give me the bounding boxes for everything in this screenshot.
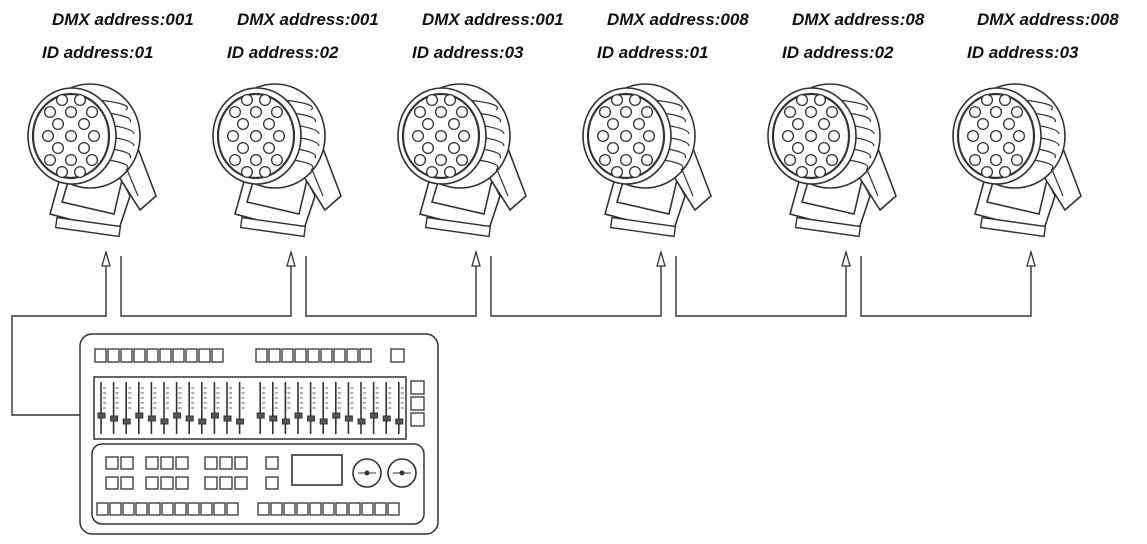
- id-address-label: ID address:03: [412, 43, 524, 62]
- dmx-cable: [11, 256, 107, 416]
- arrow-up-icon: [1026, 249, 1036, 267]
- fixture-labels: DMX address:001 ID address:01 DMX address:…: [42, 10, 1119, 62]
- arrow-up-icon: [101, 249, 111, 267]
- dmx-cable: [305, 256, 477, 317]
- dmx-cable: [120, 256, 292, 317]
- par-light-icon: [397, 83, 527, 238]
- id-address-label: ID address:02: [227, 43, 339, 62]
- arrow-up-icon: [286, 249, 296, 267]
- dmx-cables: [11, 249, 1036, 416]
- par-light-icon: [952, 83, 1082, 238]
- dmx-address-label: DMX address:001: [422, 10, 564, 29]
- par-light-icon: [27, 83, 157, 238]
- arrow-up-icon: [656, 249, 666, 267]
- dmx-console-icon: [79, 333, 439, 535]
- id-address-label: ID address:03: [967, 43, 1079, 62]
- dmx-address-label: DMX address:001: [52, 10, 194, 29]
- id-address-label: ID address:02: [782, 43, 894, 62]
- dmx-address-label: DMX address:008: [977, 10, 1119, 29]
- par-light-icon: [212, 83, 342, 238]
- fixtures: [27, 83, 1082, 238]
- dmx-cable: [860, 256, 1032, 317]
- id-address-label: ID address:01: [42, 43, 154, 62]
- dmx-address-label: DMX address:008: [607, 10, 749, 29]
- dmx-cable: [675, 256, 847, 317]
- dmx-address-label: DMX address:001: [237, 10, 379, 29]
- dmx-address-label: DMX address:08: [792, 10, 925, 29]
- arrow-up-icon: [841, 249, 851, 267]
- arrow-up-icon: [471, 249, 481, 267]
- dmx-cable: [490, 256, 662, 317]
- par-light-icon: [582, 83, 712, 238]
- par-light-icon: [767, 83, 897, 238]
- id-address-label: ID address:01: [597, 43, 709, 62]
